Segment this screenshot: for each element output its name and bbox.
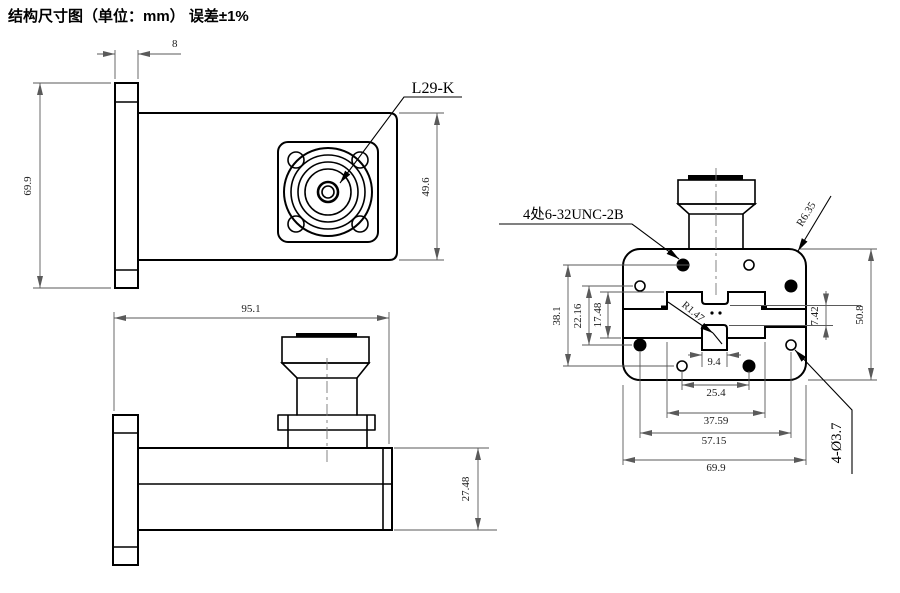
coax-corner-hole xyxy=(287,151,305,169)
extension-line xyxy=(563,264,690,367)
through-hole xyxy=(634,280,646,292)
connector-ring xyxy=(283,147,373,237)
dim-slot-width: 9.4 xyxy=(707,357,721,368)
dim-body-length: 69.9 xyxy=(706,462,726,474)
page-title: 结构尺寸图（单位：mm） 误差±1% xyxy=(8,7,249,25)
dim-hole-pitch-horizontal: 25.4 xyxy=(706,387,726,399)
body-outline xyxy=(622,248,807,381)
extension-line xyxy=(113,312,390,444)
body-outline xyxy=(137,447,393,531)
through-holes-label: 4-Ø3.7 xyxy=(829,423,845,464)
extension-line xyxy=(394,447,497,531)
extension-line xyxy=(639,352,792,438)
boss-step-detail xyxy=(661,305,667,310)
dim-flange-height: 69.9 xyxy=(22,176,34,196)
dim-body-width: 50.8 xyxy=(854,305,866,325)
dim-boss-height: 17.48 xyxy=(592,302,604,327)
through-hole xyxy=(743,259,755,271)
tapped-hole xyxy=(742,359,756,373)
tapped-hole xyxy=(784,279,798,293)
connector-ring xyxy=(290,154,366,230)
dim-mount-span-horizontal: 57.15 xyxy=(702,435,727,447)
connector-leader-line xyxy=(339,96,462,184)
flange-outline xyxy=(114,82,139,289)
through-hole xyxy=(785,339,797,351)
front-view: 95.1 27.48 xyxy=(112,303,497,566)
coax-corner-hole xyxy=(351,151,369,169)
boss-step-detail xyxy=(761,305,767,310)
connector-interface-lip xyxy=(688,175,743,180)
extension-line xyxy=(729,305,861,326)
ridge-radius-leader xyxy=(667,301,714,334)
center-mark-dot xyxy=(710,311,714,315)
tapped-hole xyxy=(633,338,647,352)
flange-cap-lines xyxy=(114,101,139,271)
dim-body-height: 49.6 xyxy=(420,177,432,197)
extension-line xyxy=(666,342,766,418)
side-view: L29-K 8 69.9 49.6 xyxy=(22,38,462,289)
channel-wall-line xyxy=(726,326,807,339)
dim-body-height: 27.48 xyxy=(460,476,472,501)
connector-label: L29-K xyxy=(412,80,455,97)
dim-ridge-gap: 7.42 xyxy=(809,306,821,325)
corner-radius-leader xyxy=(797,195,832,252)
connector-stem xyxy=(688,213,744,249)
connector-ring xyxy=(304,168,352,216)
extension-line xyxy=(33,82,111,289)
through-holes-leader xyxy=(794,349,853,474)
dim-mount-span-vertical: 38.1 xyxy=(551,306,563,325)
tapped-holes-leader xyxy=(499,223,680,260)
dim-overall-length: 95.1 xyxy=(241,303,260,315)
extension-line xyxy=(800,248,877,381)
dim-flange-thickness: 8 xyxy=(172,38,178,50)
extension-line xyxy=(622,385,807,465)
connector-base xyxy=(277,414,376,449)
waveguide-boss-outline xyxy=(666,291,766,310)
coax-corner-hole xyxy=(351,215,369,233)
coax-flange-square xyxy=(277,141,379,243)
flange-cap-lines xyxy=(112,432,139,548)
connector-center-pin xyxy=(321,185,335,199)
tapped-holes-label: 4处6-32UNC-2B xyxy=(523,206,624,223)
ridge-radius-leader-tail xyxy=(712,332,723,345)
connector-interface-lip xyxy=(296,333,357,338)
connector-ring xyxy=(297,161,359,223)
connector-stem xyxy=(296,377,358,416)
connector-center-socket xyxy=(316,180,340,204)
coax-corner-hole xyxy=(287,215,305,233)
center-mark-dot xyxy=(718,311,722,315)
dim-boss-width: 37.59 xyxy=(704,415,729,427)
dim-hole-offset-vertical: 22.16 xyxy=(572,303,584,328)
